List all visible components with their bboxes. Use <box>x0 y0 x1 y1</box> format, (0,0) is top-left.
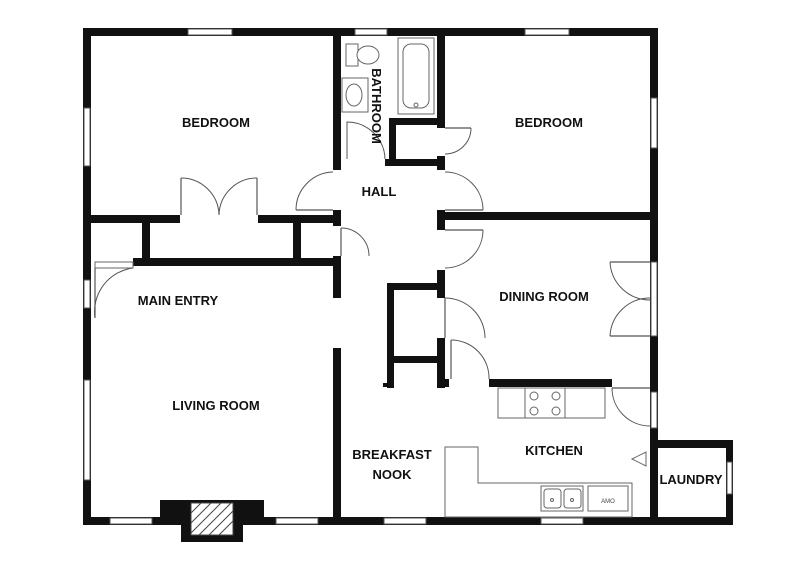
bedroom-right-label: BEDROOM <box>515 115 583 130</box>
linen-closet-door <box>340 227 370 257</box>
main-entry-door <box>94 261 134 319</box>
upper-counter <box>497 387 526 419</box>
living-room-label: LIVING ROOM <box>172 398 259 413</box>
kitchen-fixtures: AMO <box>444 387 633 518</box>
fireplace-icon <box>190 502 234 536</box>
bathroom-label: BATHROOM <box>369 68 384 144</box>
lower-counter <box>444 446 633 518</box>
kitchen-door <box>450 339 490 380</box>
kitchen-side-door <box>611 387 651 427</box>
bathtub-icon <box>397 37 435 115</box>
upper-counter <box>564 387 606 419</box>
breakfast-nook-label-line1: BREAKFAST <box>352 447 432 462</box>
dining-door <box>444 229 484 269</box>
dining-french-doors <box>609 261 651 337</box>
hall-label: HALL <box>362 184 397 199</box>
bedroom-closet-doors <box>180 177 258 216</box>
bath-closet-door <box>444 127 472 155</box>
bath-door-swing <box>346 121 386 160</box>
breakfast-nook-label-line2: NOOK <box>373 467 413 482</box>
toilet-icon <box>345 43 380 67</box>
laundry-label: LAUNDRY <box>659 472 722 487</box>
bedroom-right-door <box>444 171 484 211</box>
kitchen-label: KITCHEN <box>525 443 583 458</box>
windows <box>83 28 733 525</box>
doors <box>91 127 651 467</box>
dining-room-label: DINING ROOM <box>499 289 589 304</box>
dishwasher-label: AMO <box>601 499 615 505</box>
bedroom-left-door <box>295 171 334 211</box>
laundry-door-marker <box>630 451 647 467</box>
dining-closet-door <box>444 297 486 339</box>
room-labels: BEDROOM BATHROOM BEDROOM HALL MAIN ENTRY… <box>138 68 723 487</box>
main-entry-label: MAIN ENTRY <box>138 293 219 308</box>
stove-icon <box>524 387 566 419</box>
kitchen-sink-icon <box>540 485 584 512</box>
sink-icon <box>341 77 369 113</box>
bathroom-fixtures <box>341 37 435 160</box>
bedroom-left-label: BEDROOM <box>182 115 250 130</box>
dishwasher-icon: AMO <box>587 485 629 512</box>
